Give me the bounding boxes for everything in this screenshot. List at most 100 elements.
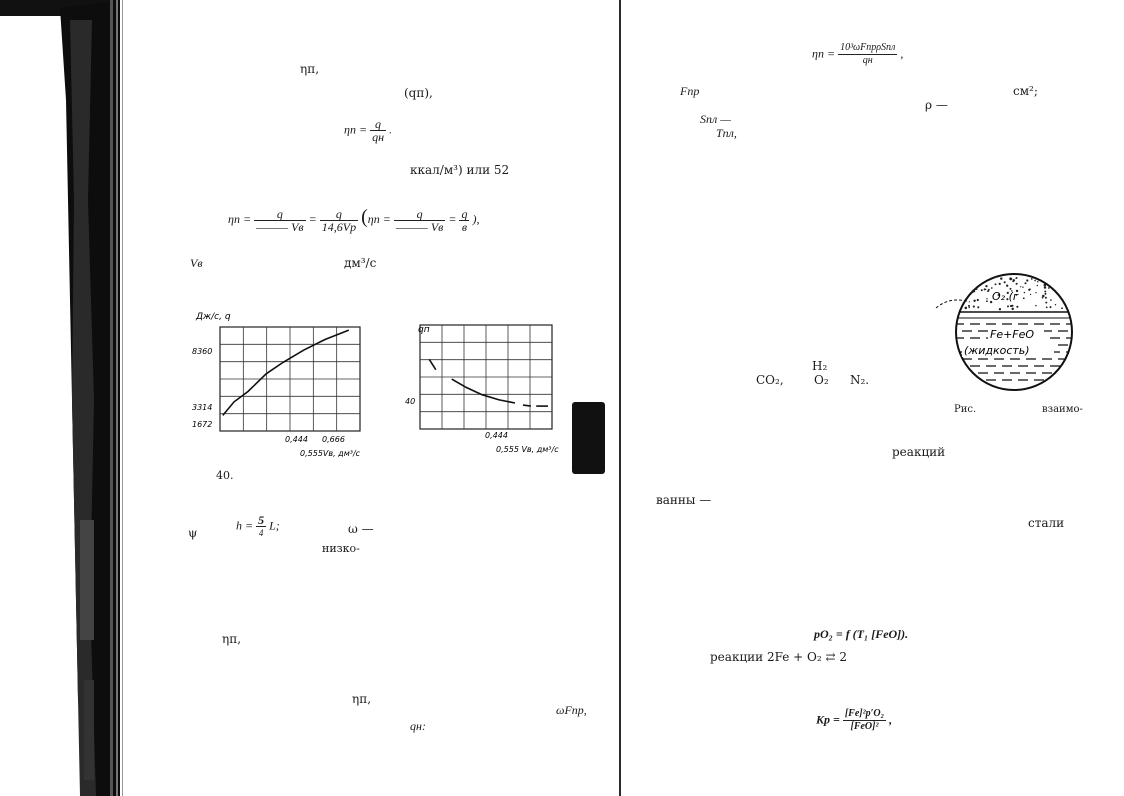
gas-dot: [1024, 282, 1027, 285]
kp-num: [Fe]²p′O₂: [842, 708, 887, 721]
eta-formula: ηп = 10³ωFпрρSпл qн ,: [812, 42, 903, 67]
gas-dot: [1016, 305, 1019, 308]
gas-dot: [969, 282, 971, 284]
eta-p-label-3: ηп,: [352, 692, 372, 706]
eq2-f3-num: q: [393, 208, 446, 221]
co2-label: CO₂,: [756, 373, 784, 387]
gas-dot: [1044, 290, 1047, 293]
gas-dot: [1044, 292, 1047, 295]
gas-dot: [1015, 277, 1018, 280]
gas-dot: [959, 291, 961, 294]
gas-dot: [1069, 292, 1071, 295]
gas-dot: [967, 304, 971, 307]
gas-dot: [1070, 306, 1072, 309]
gas-dot: [959, 296, 962, 298]
gas-dot: [1034, 279, 1036, 282]
kp-tail: ,: [889, 712, 893, 727]
diagram-liquid: (жидкость): [964, 344, 1030, 357]
bath-diagram: O₂ (г Fe+FeO (жидкость): [935, 273, 1073, 391]
eta-formula-tail: ,: [900, 46, 904, 61]
gas-dot: [972, 305, 975, 308]
gas-dot: [989, 300, 993, 304]
gas-dot: [987, 288, 990, 291]
gas-dot: [1009, 287, 1012, 290]
gas-dot: [1062, 278, 1065, 281]
gas-dot: [1003, 281, 1006, 284]
gas-dot: [990, 287, 993, 289]
gas-dot: [1045, 301, 1048, 304]
gas-dot: [1049, 306, 1052, 309]
gas-dot: [968, 306, 970, 309]
chart2-series-0: [428, 358, 437, 371]
chart2-grid: [419, 324, 553, 430]
eq2-f1-num: q: [254, 208, 306, 221]
chart1-xtick-0444: 0,444: [285, 435, 308, 444]
gas-dot: [960, 300, 962, 303]
gas-dot: [1061, 286, 1063, 289]
gas-dot: [968, 275, 971, 278]
gas-dot: [1007, 305, 1009, 308]
reakciy-text: реакций: [892, 445, 946, 459]
gas-dot: [985, 284, 988, 288]
chart1-ytick-8360: 8360: [192, 347, 212, 356]
gas-dot: [983, 288, 986, 291]
gas-dot: [1036, 284, 1039, 287]
eta-p-label-2: ηп,: [222, 632, 242, 646]
gas-dot: [964, 306, 968, 310]
h2-label: H₂: [812, 359, 828, 373]
gas-dot: [1048, 287, 1050, 289]
fig-caption-vzaimo: взаимо-: [1042, 404, 1083, 415]
gas-dot: [1029, 288, 1031, 290]
gas-dot: [1011, 307, 1014, 311]
F-pr-label: Fпр: [680, 84, 700, 98]
gas-dot: [1043, 286, 1047, 289]
h-eq-lhs: h =: [236, 518, 254, 533]
diagram-o2-gas: O₂ (г: [992, 290, 1019, 303]
gas-dot: [1009, 277, 1012, 280]
gas-dot: [1058, 290, 1060, 292]
T-pl-label: Tпл,: [716, 126, 737, 140]
eta-formula-lhs: ηп =: [812, 46, 836, 61]
eq2-f1-den: ——— Vв: [256, 219, 304, 234]
scan-smudge: [572, 402, 605, 474]
gas-dot: [1063, 293, 1066, 295]
gas-dot: [985, 288, 987, 290]
chart2-ylabel: qп: [418, 325, 430, 335]
rho-label: ρ —: [925, 98, 948, 112]
eta-p-label: ηп,: [300, 62, 320, 76]
cm2-label: см²;: [1013, 84, 1038, 98]
gas-dot: [1035, 304, 1037, 307]
gas-dot: [968, 280, 971, 283]
gas-dot: [1042, 294, 1045, 298]
nizko-text: низко-: [322, 542, 360, 555]
gas-dot: [980, 289, 983, 292]
psi-line: ψ: [188, 522, 197, 541]
page-divider: [619, 0, 621, 796]
gas-dot: [1054, 304, 1057, 306]
chart1-ytick-1672: 1672: [192, 420, 212, 429]
h-frac-num: 5: [256, 513, 267, 527]
gas-dot: [1015, 294, 1018, 296]
chart2-ytick-40: 40: [405, 397, 415, 406]
eq2-frac4: q в: [459, 208, 470, 233]
chart2-xlabel: 0,555 Vв, дм³/с: [496, 445, 559, 454]
gas-dot: [1009, 304, 1013, 308]
S-pl-label: Sпл —: [700, 112, 731, 126]
chart1-xtick-0666: 0,666: [322, 435, 345, 444]
gas-dot: [1015, 282, 1018, 285]
gas-dot: [1030, 278, 1033, 280]
gas-dot: [1063, 295, 1066, 298]
gas-dot: [994, 283, 997, 286]
gas-dot: [997, 293, 1000, 296]
gas-dot: [1006, 284, 1009, 287]
gas-dot: [1015, 289, 1019, 293]
gas-dot: [1022, 286, 1024, 288]
h-eq-frac: 5 4: [256, 513, 267, 539]
gas-dot: [962, 293, 965, 296]
eta-formula-frac: 10³ωFпрρSпл qн: [838, 42, 898, 67]
eq1-lhs: ηп =: [344, 122, 368, 137]
gas-dot: [1054, 281, 1057, 283]
figure-caption-40: 40.: [216, 469, 234, 482]
chart1-series-0: [222, 329, 350, 416]
gas-dot: [1035, 292, 1037, 294]
